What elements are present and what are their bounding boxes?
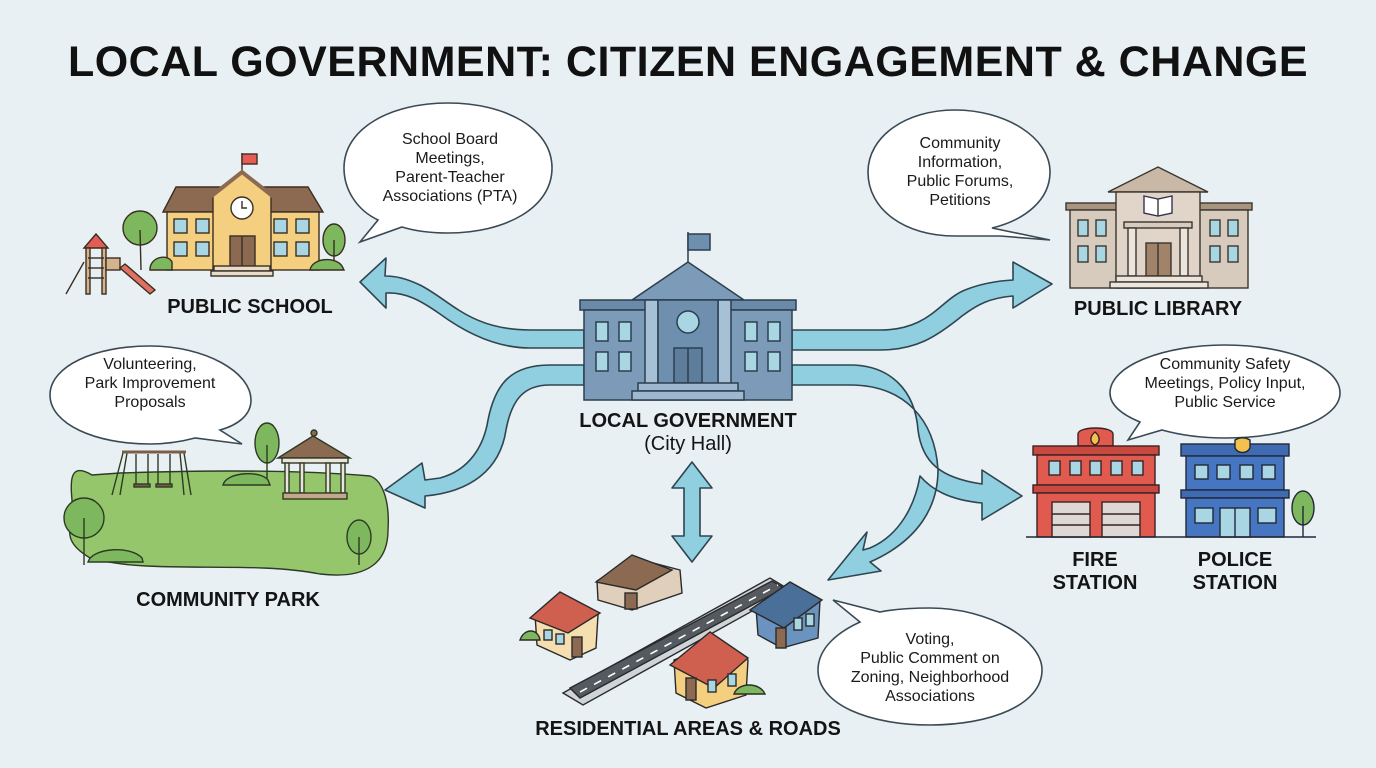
bubble-school-text: School Board Meetings, Parent-Teacher As… xyxy=(382,131,518,205)
police-label-line2: STATION xyxy=(1192,572,1278,594)
diagram-title: LOCAL GOVERNMENT: CITIZEN ENGAGEMENT & C… xyxy=(67,38,1309,86)
bubble-school xyxy=(343,102,553,244)
bubble-safety xyxy=(1109,344,1341,442)
police-station-icon xyxy=(1026,437,1316,538)
police-label-line1: POLICE xyxy=(1197,549,1273,571)
fire-label-line1: FIRE xyxy=(1072,549,1118,571)
arrow-to-library xyxy=(791,261,1053,351)
arrow-to-park xyxy=(384,364,585,509)
label-public-library: PUBLIC LIBRARY xyxy=(1073,298,1243,320)
center-subtitle: (City Hall) xyxy=(644,433,732,455)
flow-arrows xyxy=(359,257,1053,581)
bubble-park-text: Volunteering, Park Improvement Proposals xyxy=(84,356,216,411)
houses-road-icon xyxy=(519,554,824,709)
speech-bubbles xyxy=(49,102,1341,726)
park-icon xyxy=(63,422,390,576)
label-public-school: PUBLIC SCHOOL xyxy=(167,296,333,318)
label-police-station: POLICE STATION xyxy=(1180,549,1290,595)
arrow-to-residential xyxy=(671,461,713,563)
arrow-to-school xyxy=(359,257,585,349)
fire-station-icon xyxy=(1032,427,1160,538)
label-local-government: LOCAL GOVERNMENT (City Hall) xyxy=(560,410,816,456)
center-name: LOCAL GOVERNMENT xyxy=(579,410,797,432)
city-hall-icon xyxy=(579,232,797,401)
fire-label-line2: STATION xyxy=(1052,572,1138,594)
bubble-residential-text: Voting, Public Comment on Zoning, Neighb… xyxy=(850,631,1010,705)
label-fire-station: FIRE STATION xyxy=(1040,549,1150,595)
label-residential: RESIDENTIAL AREAS & ROADS xyxy=(535,718,841,740)
bubble-safety-text: Community Safety Meetings, Policy Input,… xyxy=(1144,356,1306,411)
library-building-icon xyxy=(1065,166,1253,289)
arrow-to-safety xyxy=(791,364,1023,581)
bubble-library xyxy=(867,109,1051,241)
school-building-icon xyxy=(65,153,346,295)
bubble-library-text: Community Information, Public Forums, Pe… xyxy=(906,135,1014,209)
label-community-park: COMMUNITY PARK xyxy=(136,589,320,611)
bubble-residential xyxy=(817,599,1043,726)
bubble-park xyxy=(49,345,252,445)
